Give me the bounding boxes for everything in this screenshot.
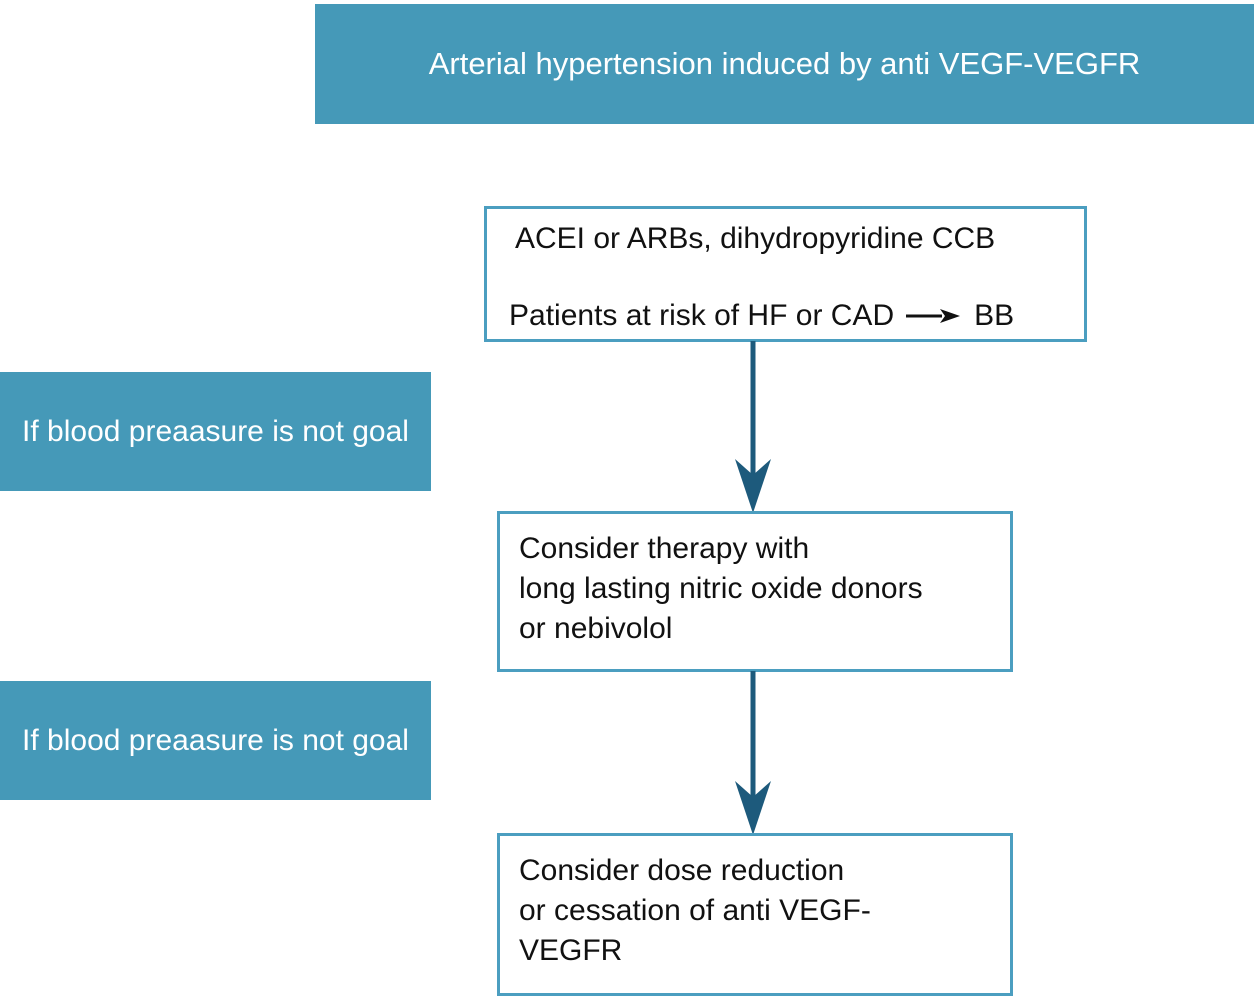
step-1-second-line: Patients at risk of HF or CAD BB: [509, 296, 1014, 336]
condition-label-2-text: If blood preaasure is not goal: [22, 723, 409, 757]
diagram-title: Arterial hypertension induced by anti VE…: [428, 46, 1141, 81]
title-banner: Arterial hypertension induced by anti VE…: [315, 4, 1254, 124]
condition-label-1: If blood preaasure is not goal: [0, 372, 431, 491]
step-1-first-line: ACEI or ARBs, dihydropyridine CCB: [515, 222, 996, 255]
step-1-box: ACEI or ARBs, dihydropyridine CCB Patien…: [484, 206, 1087, 342]
condition-label-1-text: If blood preaasure is not goal: [22, 414, 409, 448]
right-arrow-icon: [906, 309, 961, 323]
condition-label-2: If blood preaasure is not goal: [0, 681, 431, 800]
step-1-bb-text: BB: [974, 299, 1015, 332]
down-arrow-1: [735, 341, 771, 513]
down-arrow-2: [735, 671, 771, 835]
step-1-risk-text: Patients at risk of HF or CAD: [509, 299, 895, 332]
step-3-box: Consider dose reduction or cessation of …: [497, 833, 1013, 996]
step-2-box: Consider therapy with long lasting nitri…: [497, 511, 1013, 672]
